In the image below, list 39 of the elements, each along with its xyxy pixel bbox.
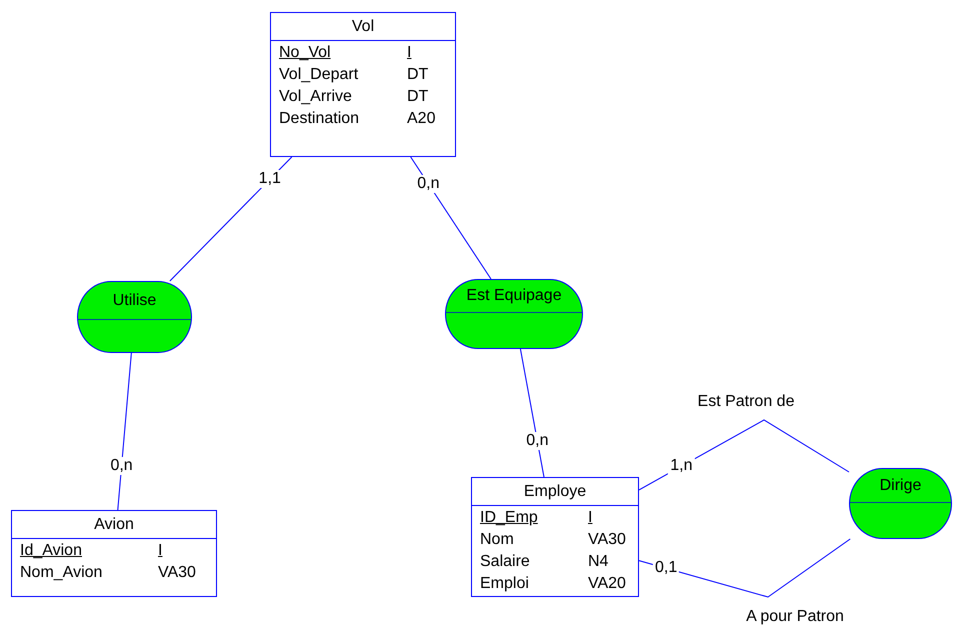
attribute-type: VA30 [588,530,627,550]
attribute-type: N4 [588,552,610,572]
attribute-name: Emploi [480,574,530,594]
cardinality-label: 0,n [524,432,550,450]
attribute-type: DT [407,65,430,85]
association-name: Dirige [880,476,922,494]
attribute-name: ID_Emp [480,508,539,528]
attribute-name: Destination [279,109,360,129]
entity-box [270,12,456,157]
attribute-type: I [588,508,594,528]
cardinality-label: 0,n [415,174,442,193]
cardinality-label: 1,1 [256,170,283,188]
cardinality-label: 1,n [668,457,694,476]
entity-box [471,477,639,597]
attribute-type: I [158,541,164,561]
association-name: Est Equipage [466,287,562,305]
attribute-type: I [407,43,412,63]
attribute-name: Salaire [480,552,531,572]
entity-name: Employe [472,478,638,506]
attribute-type: VA30 [158,563,197,583]
attribute-type: A20 [407,109,436,129]
attribute-name: Vol_Arrive [279,87,353,107]
cardinality-label: 0,n [108,457,135,476]
connector-line [638,538,851,598]
attribute-name: No_Vol [279,43,332,63]
entity-box [11,510,217,597]
entity-name: Avion [12,511,216,539]
association-shape [849,468,952,539]
attribute-type: VA20 [588,574,627,594]
role-label: Est Patron de [698,393,794,411]
attribute-type: DT [407,87,430,107]
attribute-name: Nom [480,530,515,550]
association-name: Utilise [112,292,156,310]
entity-name: Vol [271,13,455,41]
attribute-name: Id_Avion [20,541,83,561]
connector-line [117,352,132,510]
attribute-name: Nom_Avion [20,563,104,583]
role-label: A pour Patron [746,608,844,626]
attribute-name: Vol_Depart [279,65,360,85]
